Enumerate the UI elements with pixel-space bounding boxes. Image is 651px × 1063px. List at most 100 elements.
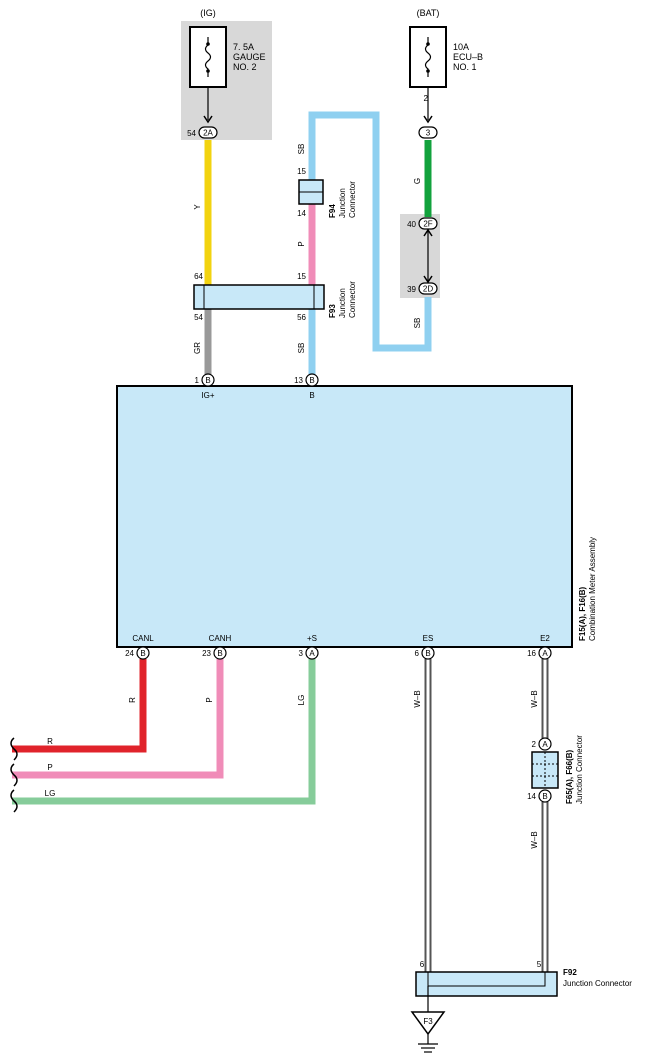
wire-r <box>12 659 147 753</box>
svg-text:B: B <box>425 649 430 658</box>
f93-pin-56: 56 <box>297 313 306 322</box>
meter-e2-label: E2 <box>540 634 550 643</box>
meter-pin-1: 1 <box>195 376 200 385</box>
wire-label-g: G <box>413 178 422 184</box>
wire-label-wb-e2-low: W–B <box>530 831 539 848</box>
pin-meter-b: B <box>305 373 319 387</box>
left-label-r: R <box>47 737 53 746</box>
f65-connector-box <box>531 751 559 789</box>
ig-arrow-icon <box>203 115 213 124</box>
f94-pin-top: 15 <box>297 167 306 176</box>
f93-name-1: Junction <box>338 288 347 318</box>
left-label-lg: LG <box>45 789 56 798</box>
f93-id: F93 <box>328 304 337 318</box>
pin-num-2: 2 <box>424 94 429 103</box>
pin-canl: B <box>136 646 150 660</box>
pin-es: B <box>421 646 435 660</box>
f92-connector-box <box>415 971 558 1012</box>
bat-fuse-no: NO. 1 <box>453 62 477 72</box>
pin-num-54: 54 <box>187 129 196 138</box>
svg-text:B: B <box>309 376 314 385</box>
bat-fuse-name: ECU–B <box>453 52 483 62</box>
f94-id: F94 <box>328 204 337 218</box>
wire-label-sb-top: SB <box>297 144 306 155</box>
wire-label-sb-low: SB <box>297 343 306 354</box>
svg-text:2F: 2F <box>423 220 432 229</box>
f92-pin-5: 5 <box>537 960 542 969</box>
f65-name: Junction Connector <box>575 735 584 804</box>
meter-b-label: B <box>309 391 314 400</box>
bat-fuse-amp: 10A <box>453 42 469 52</box>
pin-2f: 2F <box>418 217 438 230</box>
f93-pin-15: 15 <box>297 272 306 281</box>
pin-s: A <box>305 646 319 660</box>
f93-connector-box <box>193 284 325 310</box>
wire-label-r: R <box>128 697 137 703</box>
wire-label-wb-e2: W–B <box>530 690 539 707</box>
f93-pin-64: 64 <box>194 272 203 281</box>
f94-connector-box <box>298 179 324 205</box>
ground-icon <box>410 1011 446 1053</box>
pin-canh: B <box>213 646 227 660</box>
meter-ig-label: IG+ <box>201 391 214 400</box>
svg-text:3: 3 <box>426 129 431 138</box>
left-label-p: P <box>47 763 52 772</box>
wire-label-gr: GR <box>193 342 202 354</box>
f65-id: F65(A), F66(B) <box>565 749 574 804</box>
combination-meter-box <box>116 385 573 648</box>
f93-pin-54: 54 <box>194 313 203 322</box>
wire-break-marks <box>10 737 18 813</box>
pin-e2: A <box>538 646 552 660</box>
pin-3: 3 <box>418 126 438 139</box>
f94-name-2: Connector <box>348 181 357 218</box>
wire-label-sb-bat: SB <box>413 318 422 329</box>
svg-text:A: A <box>542 740 548 749</box>
meter-name: Combination Meter Assembly <box>588 537 597 641</box>
pin-f65-top: A <box>538 737 552 751</box>
svg-text:B: B <box>217 649 222 658</box>
pin-num-23: 23 <box>202 649 211 658</box>
svg-text:B: B <box>542 792 547 801</box>
f93-name-2: Connector <box>348 281 357 318</box>
meter-canl-label: CANL <box>132 634 154 643</box>
svg-text:A: A <box>542 649 548 658</box>
pin-2a: 2A <box>198 126 218 139</box>
f65-pin-14: 14 <box>527 792 536 801</box>
f65-pin-2: 2 <box>532 740 537 749</box>
pin-f65-bottom: B <box>538 789 552 803</box>
wire-label-p-mid: P <box>297 241 306 246</box>
pin-num-16: 16 <box>527 649 536 658</box>
meter-canh-label: CANH <box>209 634 232 643</box>
meter-pin-13: 13 <box>294 376 303 385</box>
wire-sb-loop <box>308 111 432 352</box>
f92-id: F92 <box>563 968 577 977</box>
svg-text:2A: 2A <box>203 129 213 138</box>
meter-s-label: +S <box>307 634 317 643</box>
wire-label-y: Y <box>193 204 202 210</box>
pin-num-6: 6 <box>415 649 420 658</box>
ig-source-label: (IG) <box>200 8 216 18</box>
svg-text:B: B <box>140 649 145 658</box>
bat-source-label: (BAT) <box>417 8 440 18</box>
svg-text:2D: 2D <box>423 285 433 294</box>
f92-name: Junction Connector <box>563 979 632 988</box>
pin-2d: 2D <box>418 282 438 295</box>
fuse-gauge-no2 <box>189 26 227 88</box>
meter-id: F15(A), F16(B) <box>578 586 587 641</box>
pin-num-39: 39 <box>407 285 416 294</box>
ground-label: F3 <box>423 1017 433 1026</box>
pin-num-3: 3 <box>299 649 304 658</box>
pin-num-40: 40 <box>407 220 416 229</box>
f94-pin-bottom: 14 <box>297 209 306 218</box>
fuse-ecu-b-no1 <box>409 26 447 88</box>
pin-num-24: 24 <box>125 649 134 658</box>
pin-meter-ig: B <box>201 373 215 387</box>
wire-label-lg: LG <box>297 695 306 706</box>
f94-name-1: Junction <box>338 188 347 218</box>
wire-p-can <box>12 659 224 779</box>
bat-arrow-icon <box>423 115 433 124</box>
svg-text:B: B <box>205 376 210 385</box>
junction-arrows-icon <box>423 228 433 284</box>
wire-label-wb-es: W–B <box>413 690 422 707</box>
